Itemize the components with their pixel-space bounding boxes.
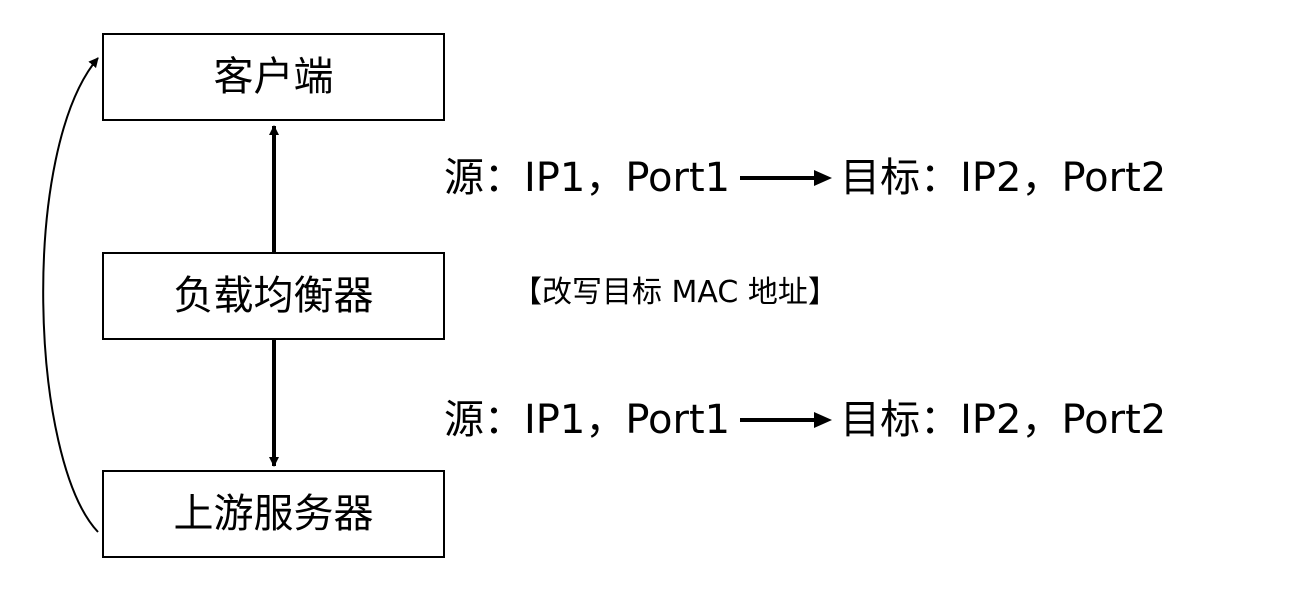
flow-top-target: 目标：IP2，Port2 [840,155,1167,201]
flow-bottom-target: 目标：IP2，Port2 [840,397,1167,443]
node-upstream-server: 上游服务器 [102,470,445,558]
flow-bottom-arrow-icon [740,412,833,428]
lb-action-note: 【改写目标 MAC 地址】 [512,275,838,310]
node-upstream-server-label: 上游服务器 [173,491,374,537]
node-load-balancer: 负载均衡器 [102,252,445,340]
edge-upstream-to-client [42,57,99,533]
node-client: 客户端 [102,33,445,121]
node-client-label: 客户端 [213,54,334,100]
flow-top-source: 源：IP1，Port1 [444,155,731,201]
flow-top-arrow-icon [740,170,833,186]
flow-bottom-source: 源：IP1，Port1 [444,397,731,443]
flow-top: 源：IP1，Port1 目标：IP2，Port2 [444,154,1166,202]
node-load-balancer-label: 负载均衡器 [173,273,374,319]
flow-bottom: 源：IP1，Port1 目标：IP2，Port2 [444,396,1166,444]
